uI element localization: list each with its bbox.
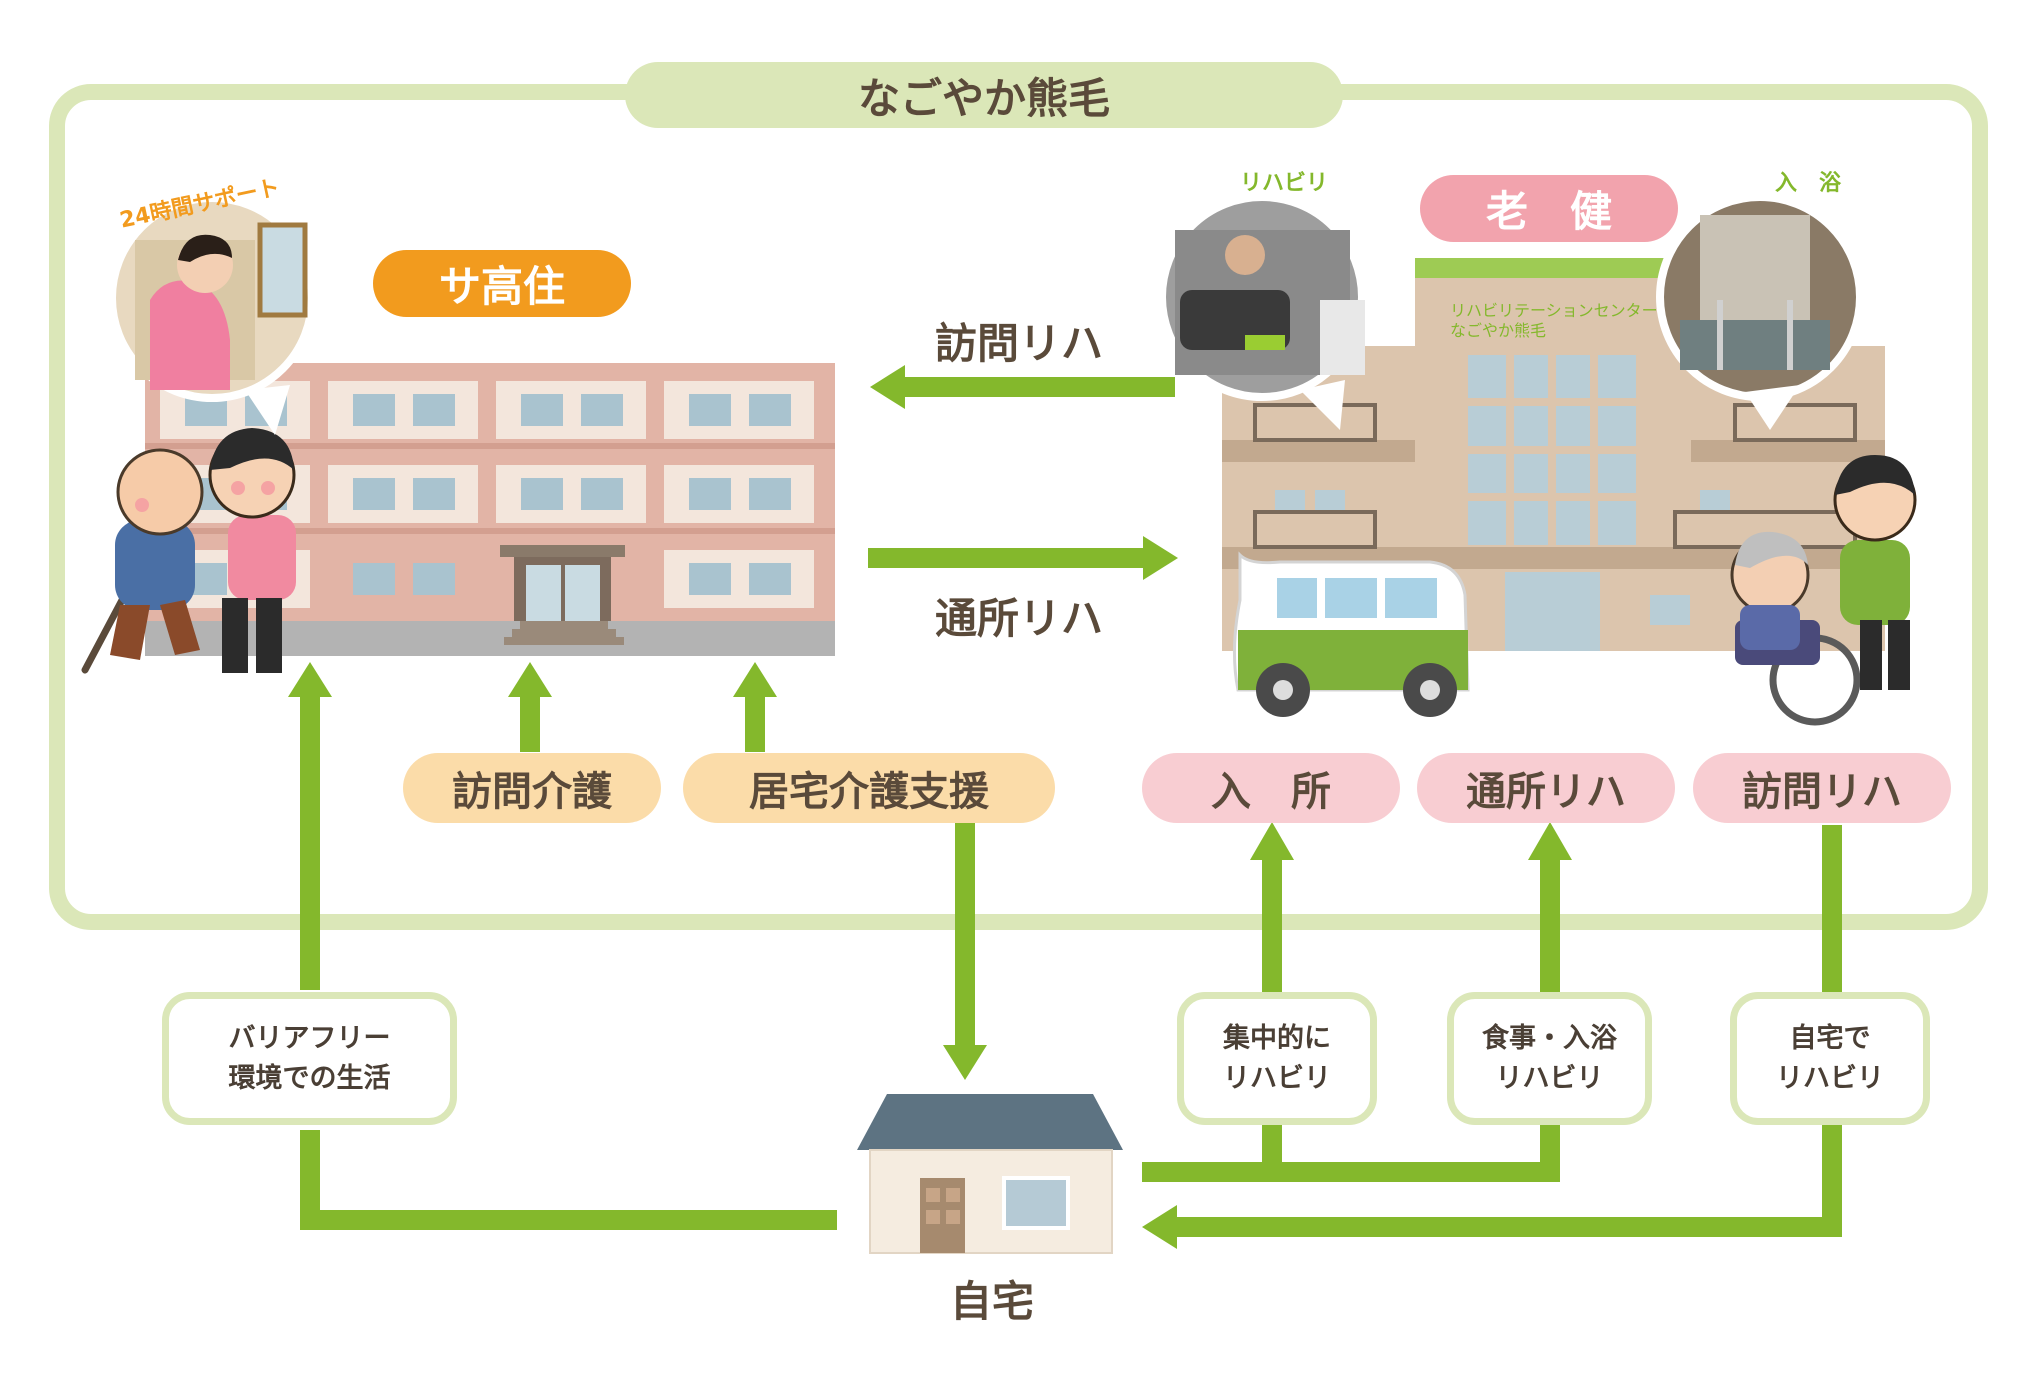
note-meal-bath-line1: 食事・入浴 <box>1482 1022 1617 1054</box>
service-care-support: 居宅介護支援 <box>683 753 1055 823</box>
arrow-label-day-rehab: 通所リハ <box>935 594 1104 643</box>
building-sign-line2: なごやか熊毛 <box>1450 321 1547 340</box>
sakoju-badge: サ高住 <box>373 250 631 317</box>
note-barrier-free-line2: 環境での生活 <box>228 1062 391 1094</box>
roken-badge: 老 健 <box>1420 175 1678 242</box>
note-intensive-line2: リハビリ <box>1223 1062 1331 1094</box>
note-intensive-rehab: 集中的に リハビリ <box>1177 992 1377 1125</box>
bath-photo-bubble <box>1656 193 1864 430</box>
rehab-photo-bubble <box>1158 193 1366 430</box>
note-meal-bath-line2: リハビリ <box>1495 1062 1604 1094</box>
arrow-label-visit-rehab: 訪問リハ <box>935 319 1104 368</box>
service-admission: 入 所 <box>1142 753 1400 823</box>
note-home-rehab-line1: 自宅で <box>1789 1022 1871 1054</box>
support-photo-bubble <box>108 194 316 435</box>
frame-title: なごやか熊毛 <box>625 62 1343 128</box>
note-intensive-line1: 集中的に <box>1223 1022 1331 1054</box>
note-meal-bath-rehab: 食事・入浴 リハビリ <box>1447 992 1652 1125</box>
note-home-rehab: 自宅で リハビリ <box>1730 992 1930 1125</box>
wheelchair-illustration <box>1730 455 1917 726</box>
arrows <box>288 365 1842 1249</box>
note-home-rehab-line2: リハビリ <box>1776 1062 1884 1094</box>
bath-photo-caption: 入 浴 <box>1775 171 1842 196</box>
home-illustration <box>857 1094 1123 1254</box>
elderly-walking-illustration <box>81 428 296 674</box>
service-visit-rehab: 訪問リハ <box>1693 753 1951 823</box>
rehab-photo-caption: リハビリ <box>1240 171 1329 196</box>
service-day-rehab: 通所リハ <box>1417 753 1675 823</box>
note-barrier-free: バリアフリー 環境での生活 <box>162 992 457 1125</box>
service-home-care: 訪問介護 <box>403 753 661 823</box>
home-label: 自宅 <box>950 1277 1035 1326</box>
note-barrier-free-line1: バリアフリー <box>228 1022 391 1054</box>
building-sign-line1: リハビリテーションセンター <box>1450 301 1658 320</box>
van-illustration <box>1232 551 1470 717</box>
